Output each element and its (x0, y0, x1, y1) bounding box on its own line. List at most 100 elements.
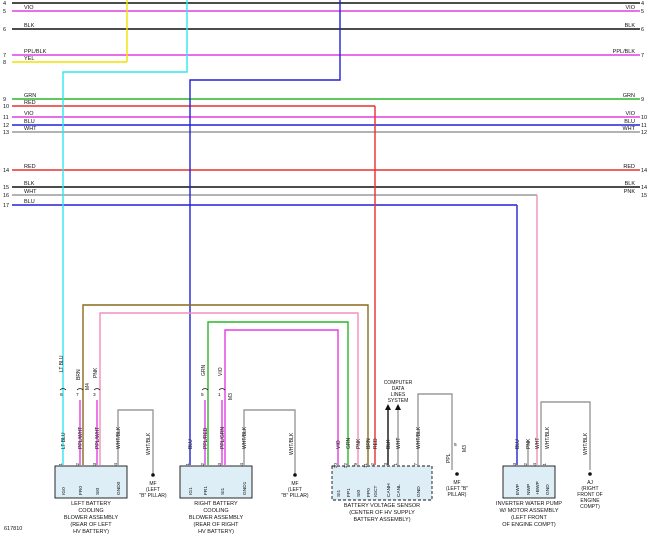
sensor-pin-wire: BRN (366, 438, 372, 449)
right-wire-label: BLU (624, 119, 635, 125)
right_blower-pin-wire: PPL/GRN (220, 427, 226, 449)
can-system-label: DATA (392, 386, 405, 392)
right-ground: MF (291, 481, 298, 487)
sensor-pin-number: 12 (343, 463, 349, 469)
right-top-pin: 5 (201, 392, 204, 398)
right_blower-pin-wire: PPL/RED (203, 427, 209, 449)
canh-arrow (385, 404, 391, 410)
wires-layer (12, 0, 640, 474)
left_blower-pin-number: 4 (113, 463, 119, 466)
sensor-pin-name: IGCT (373, 485, 379, 497)
left_blower-pin-number: 1 (58, 463, 64, 466)
left-top-pin: 7 (76, 392, 79, 398)
row-wire-label: VIO (24, 5, 34, 11)
sensor-pin-number: 7 (413, 463, 419, 466)
right_blower-pin-name: GND1 (242, 481, 248, 495)
row-number: 17 (3, 203, 9, 209)
connector-break (59, 388, 67, 391)
right_blower-pin-name: SI1 (220, 487, 226, 495)
right-ground-dot (293, 473, 297, 477)
pump-pin-name: EWP (515, 484, 521, 495)
connector-break (218, 388, 226, 391)
pump-ground: AJ (587, 480, 593, 486)
row-wire-label: WHT (24, 189, 37, 195)
left-connector-id: M4 (85, 383, 91, 390)
pnk-loop (99, 312, 359, 465)
left_blower-pin-name: SI0 (95, 487, 101, 495)
sensor-ground: (LEFT "B" (446, 486, 468, 492)
sensor-pin-name: CANH (386, 483, 392, 497)
pump-connector-box (502, 465, 556, 499)
row-number-right: 11 (641, 123, 647, 129)
left-ground-dot (151, 473, 155, 477)
sensor-pin-number: 1 (393, 463, 399, 466)
left-top-pin: 6 (60, 392, 63, 398)
left_blower-pin-wire: LT BLU (61, 432, 67, 449)
left_blower-pin-number: 3 (92, 463, 98, 466)
left-blower-caption: LEFT BATTERY (71, 501, 111, 507)
row-number-right: 9 (641, 97, 644, 103)
row-wire-label: BLU (24, 199, 35, 205)
row-number: 12 (3, 123, 9, 129)
row-number: 5 (3, 9, 6, 15)
right-top-pin: 1 (218, 392, 221, 398)
left-top-wire-label: LT BLU (59, 355, 65, 372)
pump-pin-wire: BLU (515, 439, 521, 449)
sensor-ground-dot (455, 472, 459, 476)
sensor-pin-number: 10 (333, 463, 339, 469)
pump-gnd (540, 401, 591, 470)
sensor-pin-name: FP1 (346, 488, 352, 497)
row-number-right: 12 (641, 130, 647, 136)
right-ground: "B" PILLAR) (281, 493, 309, 499)
pump-ground: FRONT OF (577, 492, 602, 498)
right-wire-label: PNK (624, 189, 636, 195)
right-top-wire-label: GRN (201, 365, 207, 377)
sensor-pin-name: SI1 (336, 489, 342, 497)
sensor-ground: PILLAR) (448, 492, 467, 498)
sensor-pin-wire: WHT/BLK (416, 426, 422, 449)
pump-ground: COMPT) (580, 504, 600, 510)
right-blower-caption: BLOWER ASSEMBLY (189, 515, 244, 521)
sensor-pin-wire: BLK (386, 439, 392, 449)
row-wire-label: BLU (24, 119, 35, 125)
row-wire-label: RED (24, 100, 36, 106)
row-number: 14 (3, 168, 9, 174)
left-top-wire-label: PNK (93, 367, 99, 378)
row-number: 9 (3, 97, 6, 103)
pump-caption: W/ MOTOR ASSEMBLY (499, 508, 558, 514)
pump-pin-name: GND (545, 484, 551, 495)
pump-pin-wire: WHT (535, 438, 541, 449)
left_blower-pin-name: GND0 (116, 481, 122, 495)
sensor-pin-number: 11 (363, 463, 369, 468)
left-top-wire-label: BRN (76, 369, 82, 380)
connector-break (76, 388, 84, 391)
left_blower-pin-name: IG0 (61, 487, 67, 495)
sensor-connector-box (331, 465, 433, 501)
pump-pin-number: 3 (512, 463, 518, 466)
blu-trunk (189, 0, 341, 465)
connector-break (93, 388, 101, 391)
figure-id: 617810 (4, 526, 22, 532)
right_blower-component: IG11BLUFR12PPL/REDSI13PPL/GRNGND14WHT/BL… (179, 426, 253, 499)
pump-caption: INVERTER WATER PUMP (496, 501, 562, 507)
right-top-wire-label: VIO (218, 367, 224, 376)
right-ground-wire-label: WHT/BLK (289, 432, 295, 455)
sensor-caption: BATTERY VOLTAGE SENSOR (344, 503, 420, 509)
canl-arrow (395, 404, 401, 410)
row-wire-label: GRN (24, 93, 36, 99)
vio-loop (224, 329, 339, 465)
row-number: 7 (3, 53, 6, 59)
row-number: 13 (3, 130, 9, 136)
right-blower-caption: RIGHT BATTERY (194, 501, 238, 507)
sensor-pin-name: CANL (396, 484, 402, 497)
right_blower-pin-wire: BLU (188, 439, 194, 449)
can-system-label: LINES (391, 392, 406, 398)
row-number: 4 (3, 1, 6, 7)
right-wire-label: VIO (626, 5, 636, 11)
pump-pin-name: +BWP (535, 481, 541, 495)
left-ground: "B" PILLAR) (139, 493, 167, 499)
right_blower-pin-number: 2 (200, 463, 206, 466)
